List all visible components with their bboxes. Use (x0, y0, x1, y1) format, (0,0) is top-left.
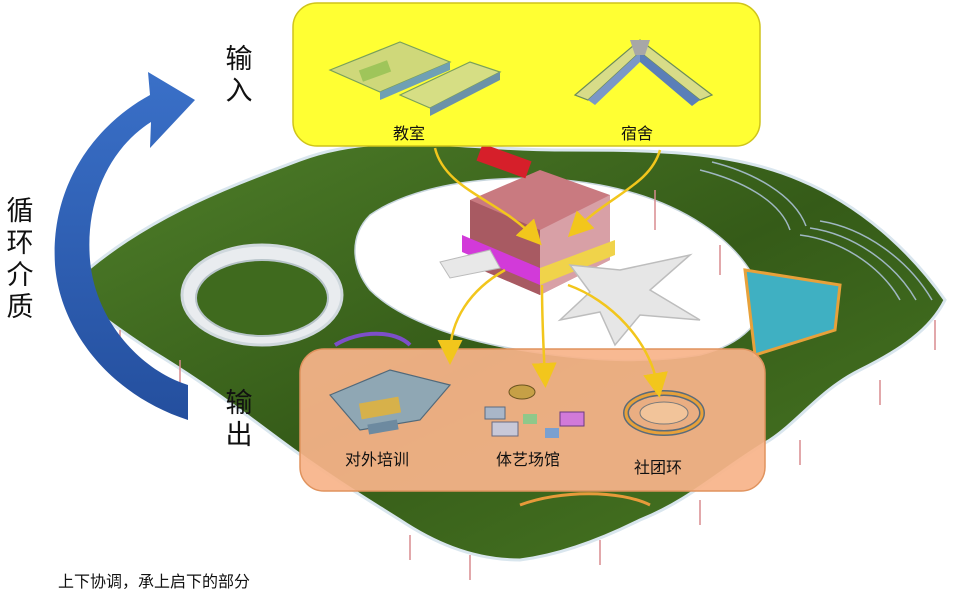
training-label: 对外培训 (345, 450, 410, 469)
oval-lawn (195, 259, 329, 337)
purple-ring (333, 331, 412, 347)
output-label: 输 出 (225, 388, 253, 451)
orange-ring (519, 492, 651, 507)
terrace-rings (699, 161, 933, 301)
sports-venue-label: 体艺场馆 (496, 450, 561, 469)
flow-arrow-classroom (433, 147, 542, 246)
classroom-building-illustration (328, 41, 502, 116)
white-pavilion (557, 253, 701, 347)
sports-venue-illustration (484, 384, 585, 438)
input-label: 输 入 (225, 44, 253, 107)
training-building-illustration (329, 369, 452, 435)
dormitory-label: 宿舍 (621, 124, 654, 143)
flow-arrow-dormitory (567, 149, 662, 238)
club-ring-label: 社团环 (634, 458, 683, 477)
flow-arrow-club (567, 283, 668, 398)
input-panel (292, 2, 761, 147)
dormitory-building-illustration (573, 39, 714, 106)
flow-arrows (433, 147, 668, 398)
caption: 上下协调，承上启下的部分 (58, 572, 251, 591)
pool (743, 268, 842, 357)
cycle-arrow (54, 72, 195, 420)
medium-label: 循 环 介 质 (6, 196, 34, 323)
flow-arrow-training (437, 268, 506, 365)
flow-arrow-sports (531, 284, 557, 388)
classroom-label: 教室 (393, 124, 426, 143)
